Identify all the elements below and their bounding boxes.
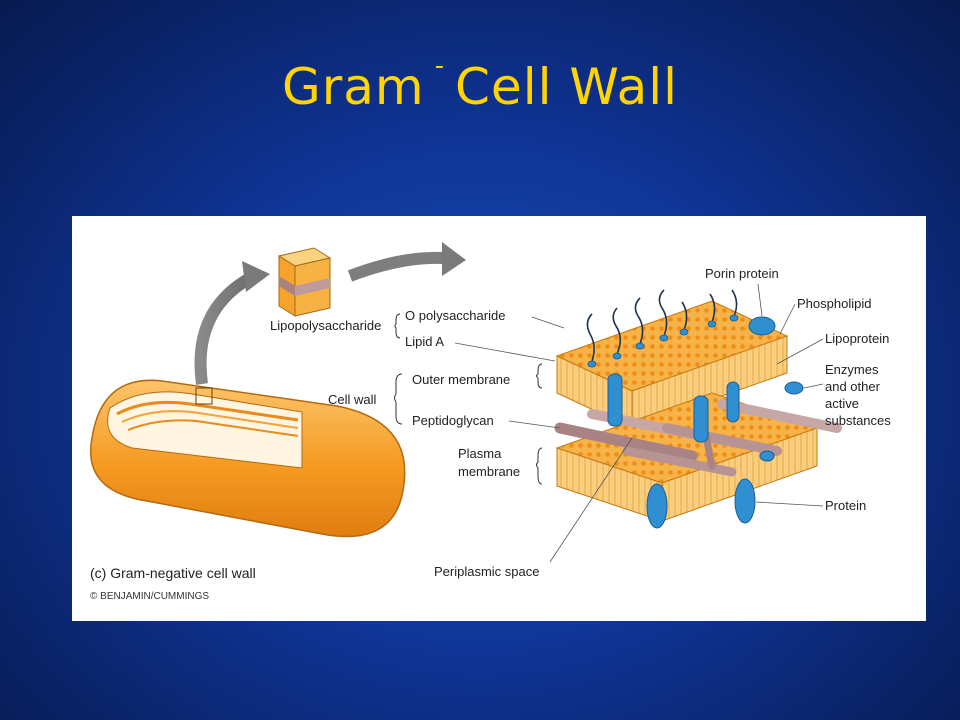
membrane-detail: [554, 289, 842, 529]
label-lipid-a: Lipid A: [405, 334, 444, 349]
porin-protein-shape: [748, 316, 776, 336]
label-protein: Protein: [825, 498, 866, 513]
label-outer-membrane: Outer membrane: [412, 372, 510, 387]
cell-section-box: [195, 387, 213, 405]
label-periplasmic-space: Periplasmic space: [434, 564, 540, 579]
zoom-arrow-2: [347, 242, 466, 282]
figure-credit: © BENJAMIN/CUMMINGS: [90, 591, 209, 602]
left-labels: Lipopolysaccharide O polysaccharide Lipi…: [270, 308, 633, 579]
right-labels: Porin protein Phospholipid Lipoprotein E…: [705, 266, 891, 513]
label-enzymes-line-2: and other: [825, 379, 881, 394]
membrane-cube-icon: [277, 247, 332, 317]
cell-wall-figure: Lipopolysaccharide O polysaccharide Lipi…: [72, 216, 926, 621]
enzyme-blob: [784, 381, 804, 395]
title-part-2: Cell Wall: [455, 58, 679, 116]
zoom-arrow-1: [194, 261, 270, 385]
membrane-proteins: [607, 316, 804, 529]
label-plasma-line-2: membrane: [458, 464, 520, 479]
outer-membrane-protein: [607, 373, 623, 427]
label-phospholipid: Phospholipid: [797, 296, 871, 311]
bacterium-cell: [90, 379, 406, 538]
label-enzymes-line-3: active: [825, 396, 859, 411]
label-plasma-line-1: Plasma: [458, 446, 502, 461]
label-porin-protein: Porin protein: [705, 266, 779, 281]
label-o-polysaccharide: O polysaccharide: [405, 308, 505, 323]
label-peptidoglycan: Peptidoglycan: [412, 413, 494, 428]
title-superscript: -: [434, 51, 446, 81]
label-cell-wall: Cell wall: [328, 392, 377, 407]
figure-caption: (c) Gram-negative cell wall: [90, 565, 256, 581]
label-enzymes-line-4: substances: [825, 413, 891, 428]
o-polysaccharide-chains: [586, 289, 738, 362]
title-part-1: Gram: [281, 58, 425, 116]
label-enzymes-line-1: Enzymes: [825, 362, 879, 377]
cell-wall-diagram: Lipopolysaccharide O polysaccharide Lipi…: [90, 242, 891, 602]
label-lipoprotein: Lipoprotein: [825, 331, 889, 346]
slide-title: Gram-Cell Wall: [0, 51, 960, 131]
plasma-membrane-protein: [646, 483, 668, 529]
label-lipopolysaccharide: Lipopolysaccharide: [270, 318, 381, 333]
